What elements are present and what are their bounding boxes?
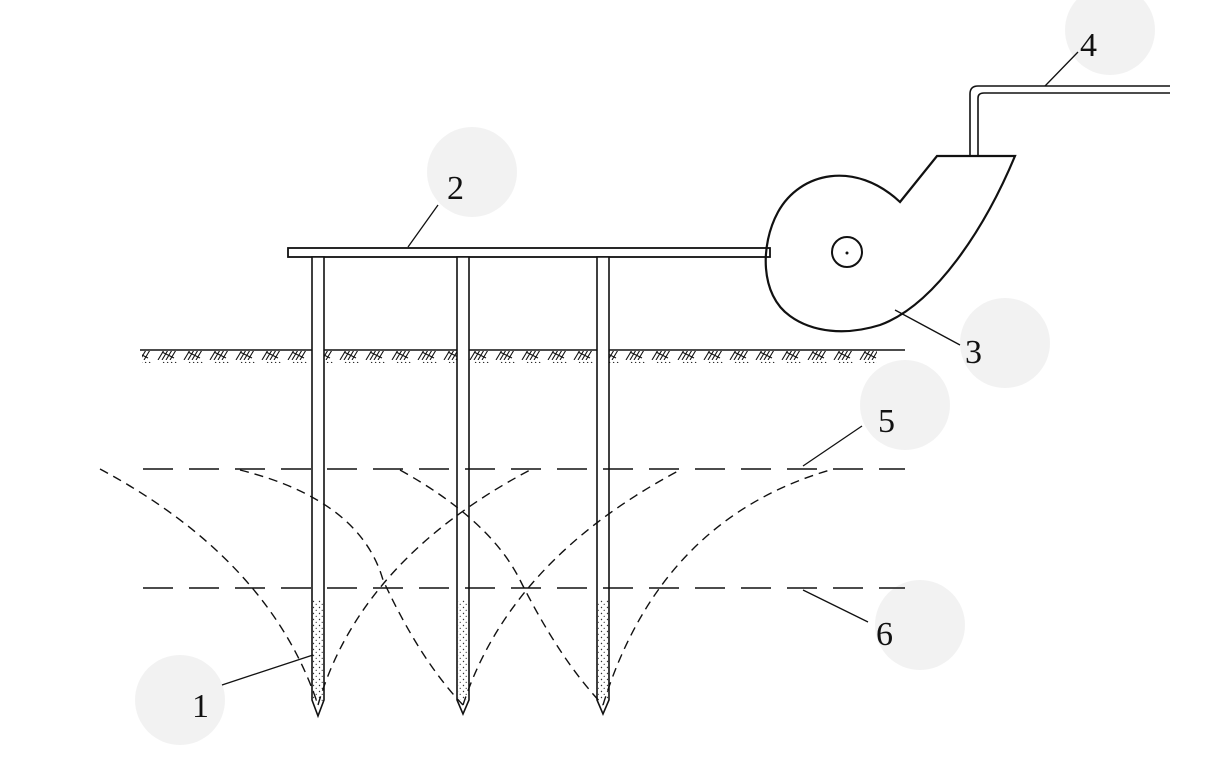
callout-bubbles [135,0,1155,745]
label-header-pipe: 2 [447,170,464,207]
ground-surface [140,349,905,363]
label-well-pipe: 1 [192,688,209,725]
leader-lines [221,51,1079,686]
header-pipe [287,247,771,258]
well-pipe [596,256,610,717]
label-outlet-pipe: 4 [1080,27,1097,64]
label-water-table-lowered: 6 [876,616,893,653]
label-pump: 3 [965,334,982,371]
outlet-pipe [969,85,1170,157]
depression-cones [99,468,831,706]
well-pipe [456,256,470,717]
well-pipes [311,256,610,719]
pump-icon [764,154,1017,333]
well-pipe [311,256,325,719]
label-water-table-original: 5 [878,403,895,440]
